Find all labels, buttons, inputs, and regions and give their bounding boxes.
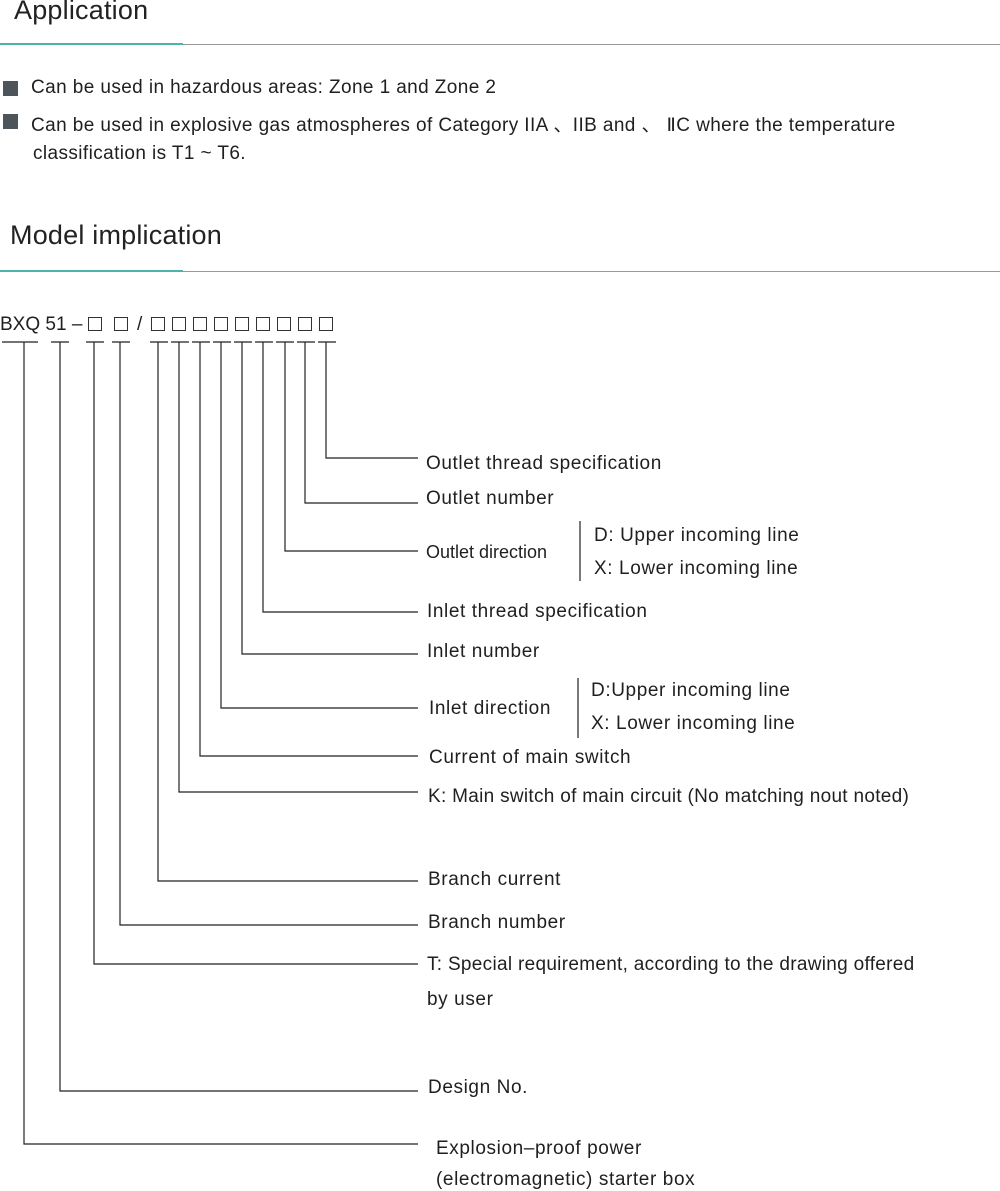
label-outlet-number: Outlet number	[426, 488, 555, 509]
bullet-square-icon	[3, 114, 18, 129]
application-bullet-2: Can be used in explosive gas atmospheres…	[31, 115, 896, 136]
code-box-branch-current	[151, 317, 165, 331]
model-accent-line	[0, 270, 183, 272]
label-design-no: Design No.	[428, 1077, 528, 1098]
code-box-outlet-thread	[319, 317, 333, 331]
code-box-inlet-number	[235, 317, 249, 331]
application-heading: Application	[14, 0, 149, 25]
label-k-main-switch: K: Main switch of main circuit (No match…	[428, 786, 910, 807]
model-divider	[0, 271, 1000, 272]
code-box-inlet-thread	[256, 317, 270, 331]
code-box-outlet-direction	[277, 317, 291, 331]
label-inlet-number: Inlet number	[427, 641, 540, 662]
model-code-prefix: BXQ 51 –	[0, 314, 83, 335]
label-inlet-direction: Inlet direction	[429, 698, 552, 719]
label-t-special: T: Special requirement, according to the…	[427, 954, 915, 975]
label-outlet-thread: Outlet thread specification	[426, 453, 662, 474]
label-branch-current: Branch current	[428, 869, 562, 890]
application-divider	[0, 44, 1000, 45]
label-explosion-proof-continued: (electromagnetic) starter box	[436, 1169, 696, 1190]
code-box-inlet-direction	[214, 317, 228, 331]
application-bullet-2-continued: classification is T1 ~ T6.	[33, 143, 246, 164]
label-explosion-proof: Explosion–proof power	[436, 1138, 642, 1159]
label-inlet-d: D:Upper incoming line	[591, 680, 791, 701]
label-outlet-direction: Outlet direction	[426, 542, 548, 562]
label-current-main-switch: Current of main switch	[429, 747, 632, 768]
application-accent-line	[0, 43, 183, 45]
application-bullet-1: Can be used in hazardous areas: Zone 1 a…	[31, 77, 497, 98]
model-code-slash: /	[137, 314, 143, 335]
label-outlet-d: D: Upper incoming line	[594, 525, 800, 546]
label-branch-number: Branch number	[428, 912, 566, 933]
model-heading: Model implication	[10, 220, 222, 250]
label-inlet-thread: Inlet thread specification	[427, 601, 648, 622]
label-t-special-continued: by user	[427, 989, 494, 1010]
code-box-outlet-number	[298, 317, 312, 331]
bullet-square-icon	[3, 81, 18, 96]
code-box-t	[88, 317, 102, 331]
code-box-k	[172, 317, 186, 331]
code-box-branch-number	[114, 317, 128, 331]
code-box-main-current	[193, 317, 207, 331]
label-inlet-x: X: Lower incoming line	[591, 713, 796, 734]
label-outlet-x: X: Lower incoming line	[594, 558, 799, 579]
